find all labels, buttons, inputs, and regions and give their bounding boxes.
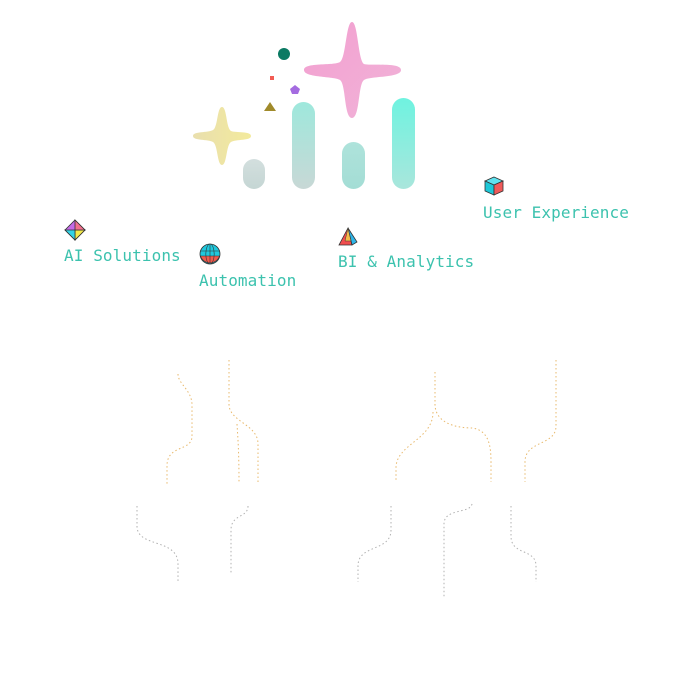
service-label-automation: Automation	[199, 271, 297, 290]
connector-lines-gold	[166, 360, 557, 485]
globe-icon	[198, 242, 222, 266]
bar-4	[392, 98, 415, 189]
cube-icon	[482, 174, 506, 198]
red-square-icon	[270, 76, 274, 80]
pyramid-icon	[337, 226, 361, 250]
service-label-ai-solutions: AI Solutions	[64, 246, 181, 265]
olive-triangle-icon	[264, 102, 276, 111]
diamond-icon	[63, 218, 87, 242]
purple-pentagon-icon	[290, 85, 300, 94]
sparkle-small-icon	[193, 107, 251, 165]
bar-3	[342, 142, 365, 189]
service-label-user-experience: User Experience	[483, 203, 629, 222]
connector-lines-gray	[136, 503, 537, 598]
teal-dot-icon	[278, 48, 290, 60]
service-label-bi-analytics: BI & Analytics	[338, 252, 475, 271]
bar-2	[292, 102, 315, 189]
bar-1	[243, 159, 265, 189]
sparkle-large-icon	[304, 22, 401, 118]
